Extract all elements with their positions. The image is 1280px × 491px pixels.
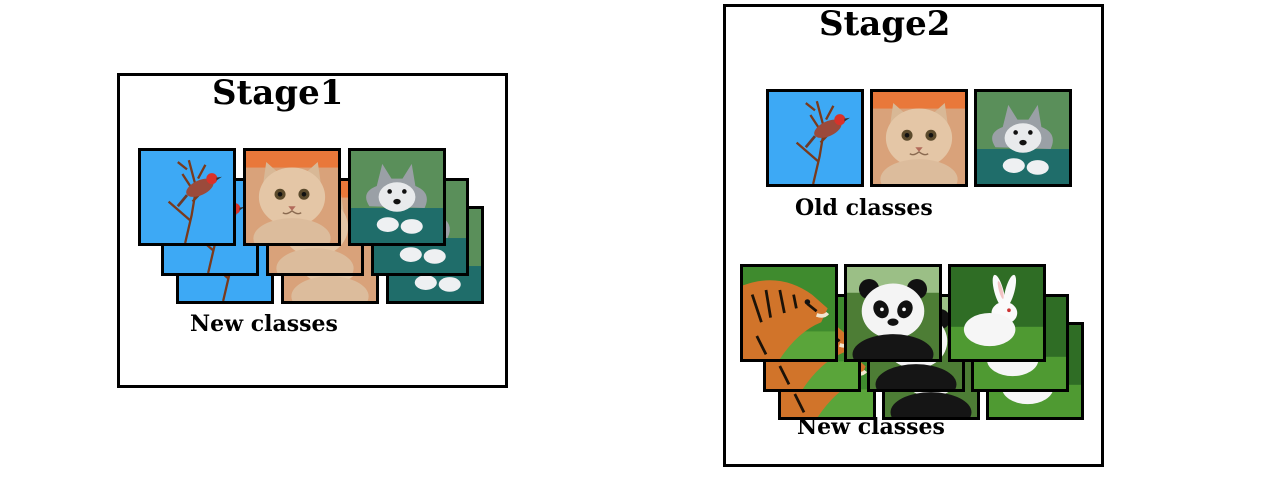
stage1-cat-image-3 bbox=[243, 148, 341, 246]
dog-photo-icon bbox=[351, 151, 443, 243]
bird-photo-icon bbox=[769, 92, 861, 184]
stage2-title: Stage2 bbox=[819, 4, 951, 44]
tiger-photo-icon bbox=[743, 267, 835, 359]
panda-photo-icon bbox=[847, 267, 939, 359]
stage2-old-cat-image bbox=[870, 89, 968, 187]
stage2-new-panda-image-3 bbox=[844, 264, 942, 362]
stage1-bird-image-3 bbox=[138, 148, 236, 246]
stage2-old-classes-label: Old classes bbox=[795, 195, 933, 221]
stage2-old-bird-image bbox=[766, 89, 864, 187]
stage1-new-classes-label: New classes bbox=[190, 311, 338, 337]
rabbit-photo-icon bbox=[951, 267, 1043, 359]
stage2-new-classes-label: New classes bbox=[797, 414, 945, 440]
dog-photo-icon bbox=[977, 92, 1069, 184]
stage1-title: Stage1 bbox=[212, 73, 344, 113]
stage2-old-dog-image bbox=[974, 89, 1072, 187]
stage2-new-rabbit-image-3 bbox=[948, 264, 1046, 362]
cat-photo-icon bbox=[873, 92, 965, 184]
stage1-dog-image-3 bbox=[348, 148, 446, 246]
bird-photo-icon bbox=[141, 151, 233, 243]
cat-photo-icon bbox=[246, 151, 338, 243]
stage2-new-tiger-image-3 bbox=[740, 264, 838, 362]
